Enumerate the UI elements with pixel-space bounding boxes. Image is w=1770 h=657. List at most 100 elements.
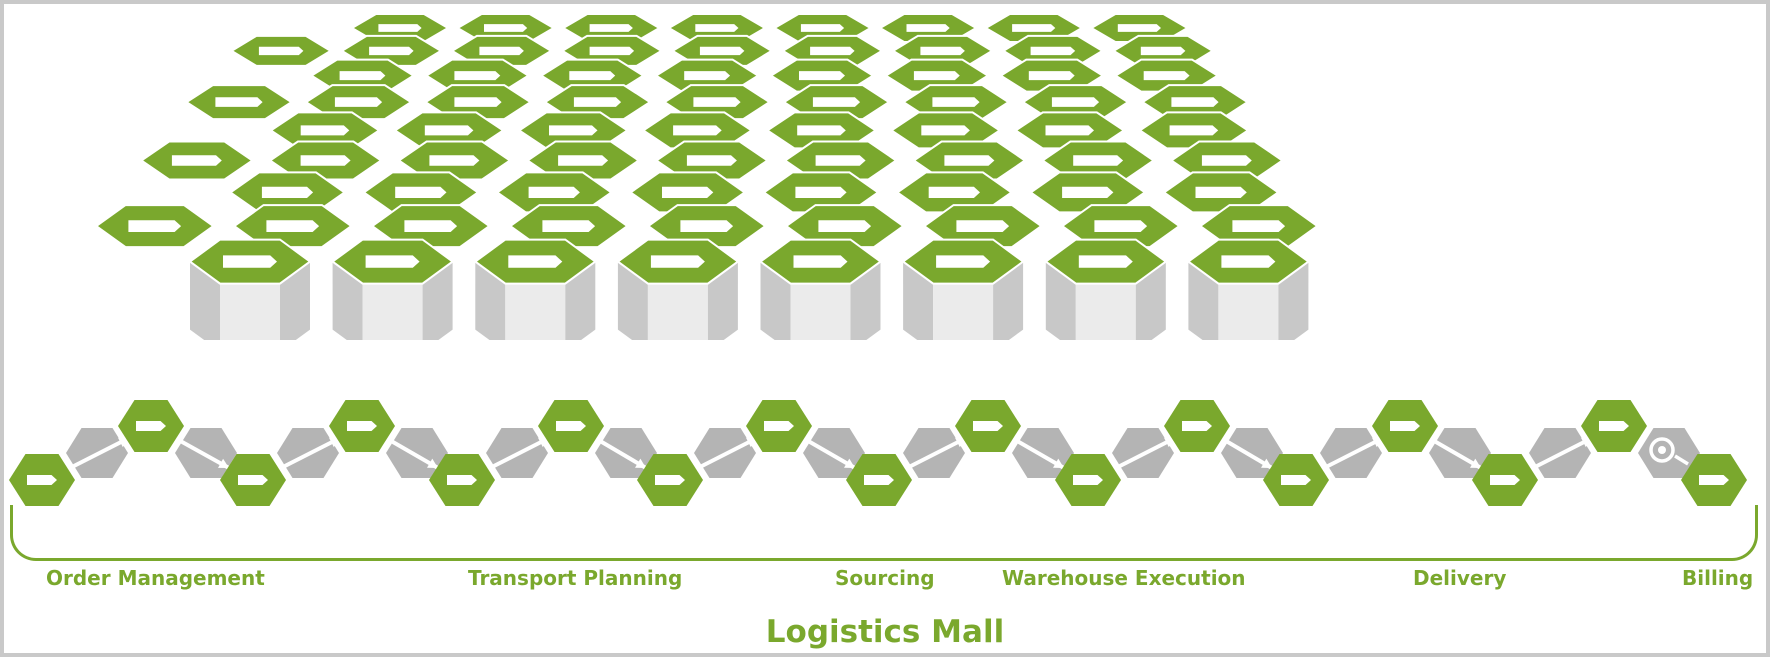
stage-label-billing: Billing bbox=[1682, 566, 1754, 590]
hex-side-front bbox=[220, 283, 280, 340]
arrow-tag-icon bbox=[920, 46, 965, 56]
arrow-tag-icon bbox=[684, 71, 731, 81]
hex-side-right bbox=[993, 261, 1024, 340]
diagonal-arrow-icon bbox=[1428, 436, 1482, 470]
arrow-tag-icon bbox=[1171, 97, 1219, 107]
arrow-tag-icon bbox=[1490, 475, 1520, 485]
arrow-tag-icon bbox=[223, 255, 277, 268]
arrow-tag-icon bbox=[797, 125, 846, 136]
arrow-tag-icon bbox=[680, 220, 734, 232]
hex-side-front bbox=[362, 283, 423, 340]
diagonal-arrow-icon bbox=[906, 436, 967, 470]
arrow-tag-icon bbox=[1390, 421, 1420, 431]
arrow-tag-icon bbox=[347, 421, 377, 431]
arrow-tag-icon bbox=[339, 71, 386, 81]
hex-side-left bbox=[617, 261, 648, 340]
diagonal-arrow-icon bbox=[69, 436, 130, 470]
arrow-tag-icon bbox=[928, 186, 980, 198]
arrow-tag-icon bbox=[800, 24, 845, 32]
process-chain bbox=[9, 400, 1747, 506]
arrow-tag-icon bbox=[673, 125, 722, 136]
hex-side-left bbox=[1188, 261, 1219, 340]
diagonal-arrow-icon bbox=[593, 436, 648, 470]
arrow-tag-icon bbox=[334, 97, 383, 107]
arrow-tag-icon bbox=[454, 97, 502, 107]
arrow-tag-icon bbox=[1028, 71, 1075, 81]
arrow-tag-icon bbox=[479, 46, 524, 56]
hex-side-left bbox=[903, 261, 934, 340]
arrow-tag-icon bbox=[261, 186, 314, 198]
arrow-tag-icon bbox=[128, 220, 182, 232]
arrow-tag-icon bbox=[369, 46, 414, 56]
hex-side-front bbox=[1075, 283, 1136, 340]
arrow-tag-icon bbox=[365, 255, 420, 268]
arrow-tag-icon bbox=[1182, 421, 1212, 431]
hex-side-left bbox=[332, 261, 363, 340]
arrow-tag-icon bbox=[1195, 186, 1247, 198]
arrow-tag-icon bbox=[1062, 186, 1114, 198]
diagonal-arrow-icon bbox=[489, 436, 550, 470]
arrow-tag-icon bbox=[395, 186, 447, 198]
diagonal-arrow-icon bbox=[1115, 436, 1176, 470]
hex-side-left bbox=[760, 261, 791, 340]
diagonal-arrow-icon bbox=[280, 436, 341, 470]
arrow-tag-icon bbox=[558, 155, 609, 166]
arrow-tag-icon bbox=[589, 24, 633, 32]
stage-label-order-management: Order Management bbox=[46, 566, 265, 590]
stage-label-delivery: Delivery bbox=[1413, 566, 1507, 590]
arrow-tag-icon bbox=[258, 46, 304, 56]
arrow-tag-icon bbox=[484, 24, 528, 32]
arrow-tag-icon bbox=[589, 46, 635, 56]
arrow-tag-icon bbox=[27, 475, 57, 485]
hex-side-right bbox=[1135, 261, 1166, 340]
arrow-tag-icon bbox=[573, 97, 622, 107]
hex-side-left bbox=[1045, 261, 1076, 340]
arrow-tag-icon bbox=[1221, 255, 1276, 268]
hex-side-left bbox=[190, 261, 220, 340]
arrow-tag-icon bbox=[1078, 255, 1133, 268]
arrow-tag-icon bbox=[686, 155, 737, 166]
arrow-tag-icon bbox=[1073, 475, 1103, 485]
hex-side-front bbox=[1218, 283, 1279, 340]
arrow-tag-icon bbox=[662, 186, 714, 198]
arrow-tag-icon bbox=[944, 155, 995, 166]
target-circle-icon bbox=[1649, 437, 1689, 466]
arrow-tag-icon bbox=[812, 97, 861, 107]
arrow-tag-icon bbox=[1140, 46, 1186, 56]
arrow-tag-icon bbox=[818, 220, 872, 232]
arrow-tag-icon bbox=[508, 255, 563, 268]
diagonal-arrow-icon bbox=[1219, 436, 1274, 470]
arrow-tag-icon bbox=[569, 71, 616, 81]
arrow-tag-icon bbox=[424, 125, 474, 136]
hex-side-right bbox=[1278, 261, 1309, 340]
arrow-tag-icon bbox=[913, 71, 960, 81]
arrow-tag-icon bbox=[764, 421, 794, 431]
hex-side-front bbox=[647, 283, 708, 340]
arrow-tag-icon bbox=[1051, 97, 1100, 107]
arrow-tag-icon bbox=[429, 155, 480, 166]
arrow-tag-icon bbox=[1045, 125, 1094, 136]
arrow-tag-icon bbox=[300, 155, 351, 166]
arrow-tag-icon bbox=[921, 125, 970, 136]
arrow-tag-icon bbox=[549, 125, 598, 136]
arrow-tag-icon bbox=[1169, 125, 1219, 136]
arrow-tag-icon bbox=[171, 155, 222, 166]
hex-side-right bbox=[422, 261, 453, 340]
arrow-tag-icon bbox=[266, 220, 320, 232]
hex-side-front bbox=[505, 283, 566, 340]
arrow-tag-icon bbox=[695, 24, 739, 32]
arrow-tag-icon bbox=[238, 475, 268, 485]
diagonal-arrow-icon bbox=[1323, 436, 1384, 470]
arrow-tag-icon bbox=[655, 475, 685, 485]
arrow-tag-icon bbox=[1201, 155, 1252, 166]
arrow-tag-icon bbox=[136, 421, 166, 431]
arrow-tag-icon bbox=[973, 421, 1003, 431]
arrow-tag-icon bbox=[1232, 220, 1286, 232]
arrow-tag-icon bbox=[932, 97, 980, 107]
arrow-tag-icon bbox=[454, 71, 501, 81]
arrow-tag-icon bbox=[693, 97, 741, 107]
arrow-tag-icon bbox=[1599, 421, 1629, 431]
diagram-title: Logistics Mall bbox=[765, 614, 1005, 650]
diagonal-arrow-icon bbox=[697, 436, 758, 470]
